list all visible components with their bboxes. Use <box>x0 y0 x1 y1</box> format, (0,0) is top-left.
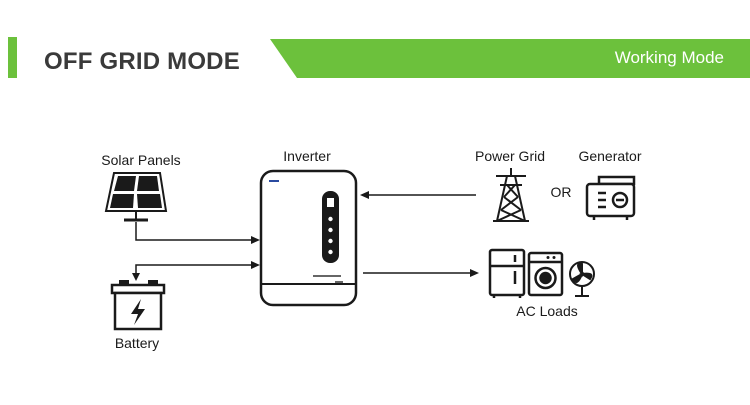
generator-icon <box>585 175 636 220</box>
ac-loads-label: AC Loads <box>516 303 577 319</box>
arrowhead <box>251 261 260 269</box>
banner-label: Working Mode <box>615 48 724 67</box>
arrowhead <box>132 273 140 281</box>
page-title: OFF GRID MODE <box>44 48 240 75</box>
solar-to-inverter-line <box>135 222 253 241</box>
working-mode-banner <box>270 39 750 78</box>
washing-machine-icon <box>527 251 564 297</box>
or-label: OR <box>551 184 572 200</box>
refrigerator-icon <box>488 248 526 298</box>
arrowhead <box>251 236 260 244</box>
battery-icon <box>110 280 166 331</box>
generator-label: Generator <box>578 148 641 164</box>
fan-icon <box>569 261 595 297</box>
arrowhead <box>360 191 369 199</box>
battery-label: Battery <box>115 335 159 351</box>
battery-to-inverter-line <box>135 264 253 274</box>
arrowhead <box>470 269 479 277</box>
transmission-tower-icon <box>493 168 529 222</box>
inverter-icon <box>259 169 358 307</box>
accent-bar <box>8 37 17 78</box>
solar-panel-icon <box>104 172 168 222</box>
power-grid-label: Power Grid <box>475 148 545 164</box>
inverter-label: Inverter <box>283 148 331 164</box>
solar-label: Solar Panels <box>101 152 180 168</box>
